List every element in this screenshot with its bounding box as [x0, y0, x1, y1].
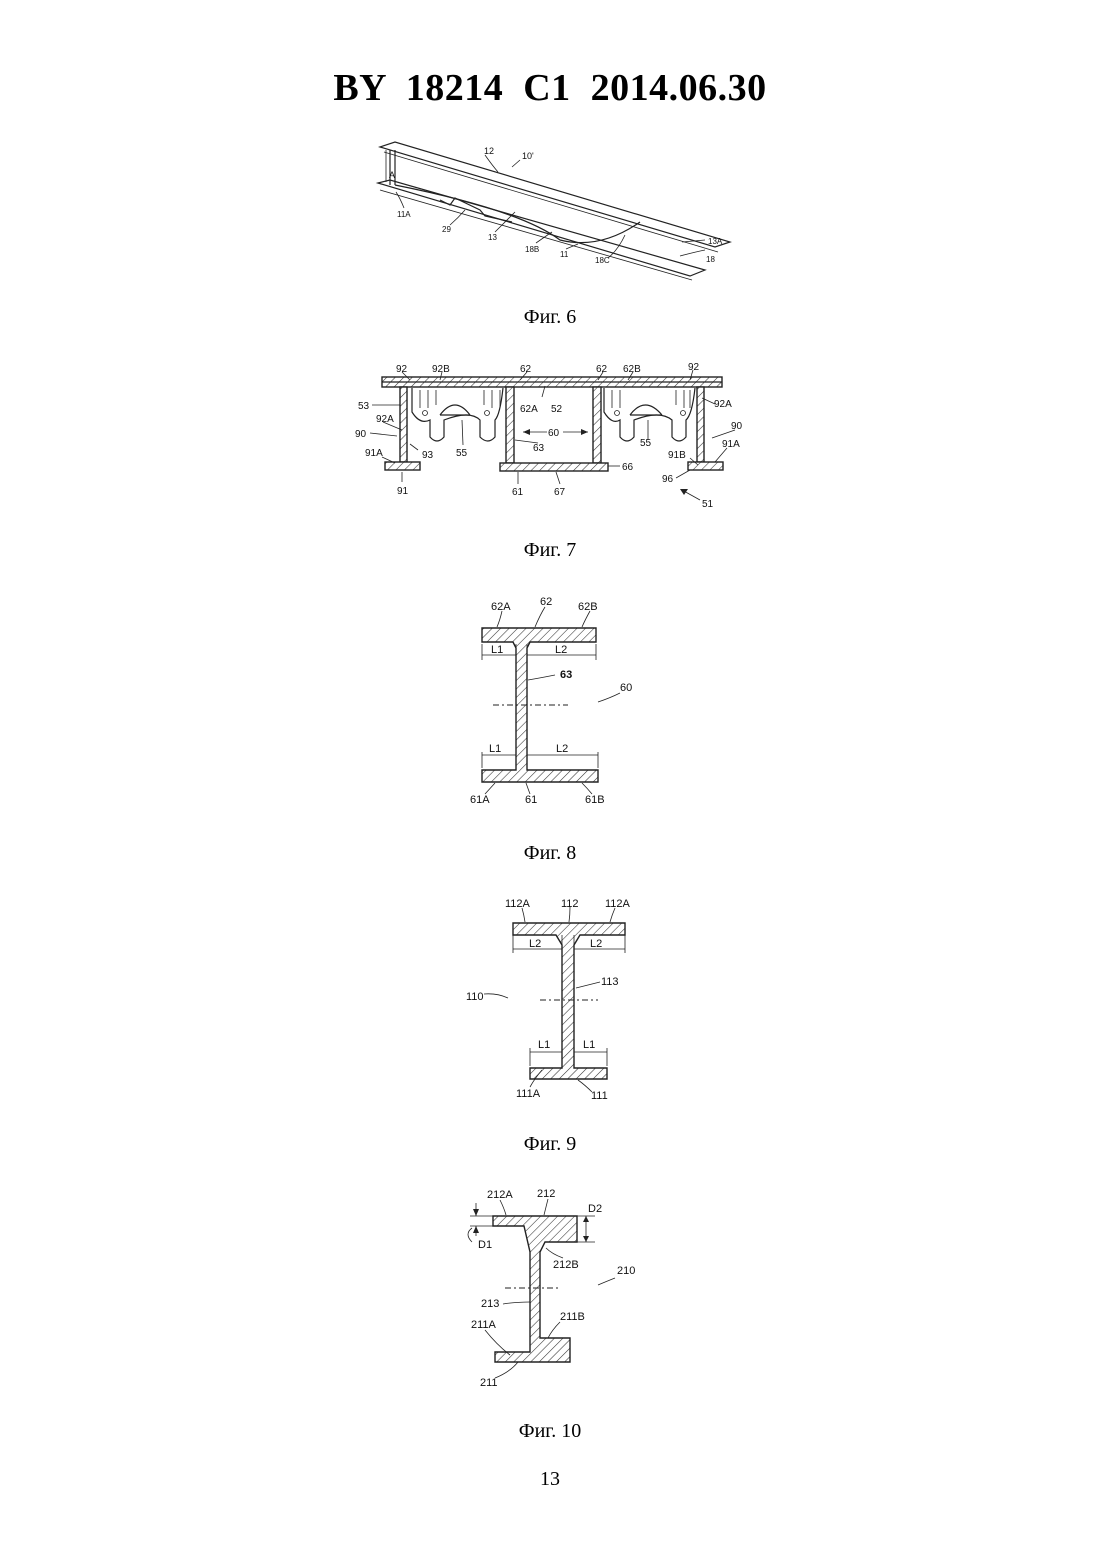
fig10-label: D1	[478, 1239, 492, 1251]
fig10-label: 211B	[560, 1311, 585, 1323]
figure-10-caption: Фиг. 10	[0, 1420, 1100, 1443]
fig10-label: D2	[588, 1203, 602, 1215]
figure-10-drawing: 212A 212 D2 D1 212B 210 213 211B 211A 21…	[0, 0, 1100, 1420]
fig10-label: 211A	[471, 1319, 497, 1331]
fig10-label: 212A	[487, 1189, 513, 1201]
fig10-label: 210	[617, 1265, 635, 1277]
fig10-label: 212B	[553, 1259, 579, 1271]
page-number: 13	[0, 1468, 1100, 1491]
fig10-label: 212	[537, 1188, 555, 1200]
fig10-label: 211	[480, 1377, 498, 1389]
fig10-label: 213	[481, 1298, 499, 1310]
